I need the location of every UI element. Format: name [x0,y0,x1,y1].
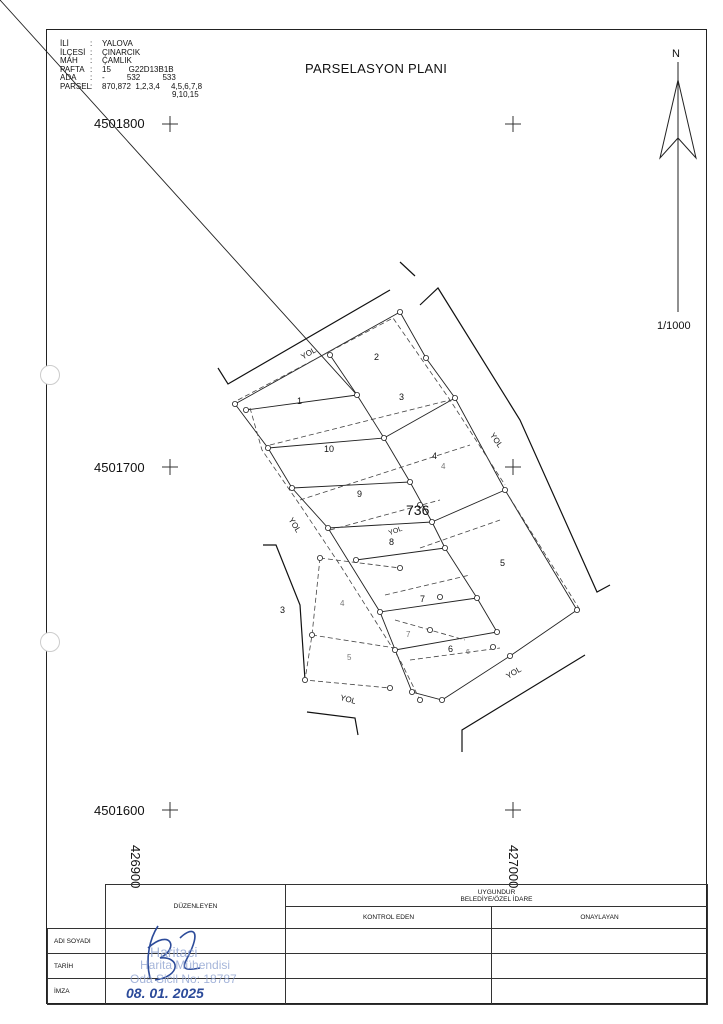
scale-label: 1/1000 [657,320,691,332]
punch-hole [40,632,60,652]
imza-label: İMZA [47,978,106,1005]
onaylayan-header: ONAYLAYAN [490,906,709,929]
cell [490,953,709,979]
old-parcel-lines [237,317,581,701]
cell [285,928,492,954]
adi-soyadi-label: ADI SOYADI [47,928,106,954]
parcel-number: 7 [420,594,425,604]
old-parcel-number: 6 [466,649,470,656]
old-parcel-number: 4 [441,462,446,471]
cell [285,953,492,979]
northing-label: 4501700 [94,460,145,475]
road-label: YOL [339,693,357,706]
road-label: YOL [388,526,404,537]
road-label: YOL [287,516,303,535]
northing-label: 4501800 [94,116,145,131]
stamp-line: Harita Mühendisi [140,958,231,972]
signature-date: 08. 01. 2025 [126,985,204,1001]
cell [490,928,709,954]
block-number: 736 [406,502,430,518]
north-arrow-icon [659,62,697,312]
road-edges [217,261,611,752]
parcel-number: 6 [448,644,453,654]
parcel-number: 2 [374,352,379,362]
cell [285,978,492,1005]
tarih-label: TARİH [47,953,106,979]
stamp-line: Oda Sicil No: 18787 [130,972,237,986]
parcel-number: 8 [389,537,394,547]
parcel-number: 9 [357,489,362,499]
grid-crosses [162,116,521,818]
old-parcel-number: 7 [406,630,411,639]
parcel-number: 3 [399,392,404,402]
old-parcel-number: 4 [340,599,345,608]
parcel-number: 3 [280,605,285,615]
old-parcel-number: 5 [347,653,352,662]
page-title: PARSELASYON PLANI [305,61,448,76]
road-label: YOL [488,431,505,450]
boundary-points [231,308,581,704]
kontrol-header: KONTROL EDEN [285,906,492,929]
signature [147,925,201,981]
north-label: N [672,48,680,60]
northing-label: 4501600 [94,803,145,818]
punch-hole [40,365,60,385]
info-block: İLİ:YALOVA İLÇESİ:ÇINARCIK MAH:ÇAMLIK PA… [60,39,203,99]
parcel-number: 10 [324,444,334,454]
cell [105,978,286,1005]
parcel-boundaries [0,0,578,701]
parcel-number: 4 [432,451,437,461]
stamp-line: Haritaci [150,944,198,960]
cell [490,978,709,1005]
road-label: YOL [504,665,523,681]
parcel-number: 1 [297,396,302,406]
parcel-number: 5 [500,558,505,568]
